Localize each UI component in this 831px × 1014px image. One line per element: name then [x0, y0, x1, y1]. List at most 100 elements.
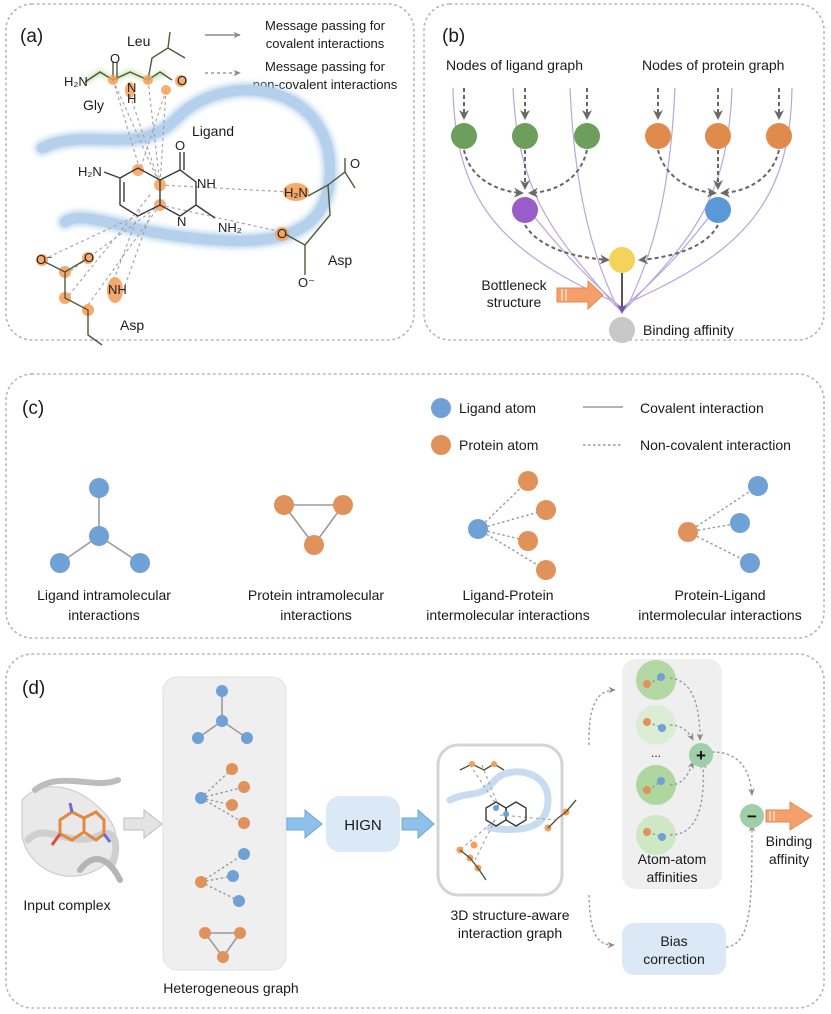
atom-o-asp-left: O [84, 250, 94, 265]
group2-caption-line1: Protein intramolecular [248, 587, 385, 603]
gly-leu-residue: H₂N O N H O Leu Gly [64, 31, 187, 113]
blue-arrow-to-graph [401, 808, 435, 840]
subtract-node [740, 804, 764, 828]
blue-arrow-to-model [286, 808, 323, 840]
atom-o-leu: O [177, 73, 187, 88]
hetero-graph-protein-ligand [195, 848, 250, 907]
protein-atom [536, 560, 556, 580]
legend-covalent-line1: Message passing for [265, 18, 386, 33]
protein-atom [518, 531, 538, 551]
plus-sign: + [696, 746, 706, 765]
ligand-atom [50, 553, 70, 573]
affinities-label-line2: affinities [646, 869, 697, 885]
legend-covalent: Covalent interaction [640, 400, 764, 416]
protein-node [645, 123, 671, 149]
hign-model-box [326, 796, 400, 852]
group3-caption-line1: Ligand-Protein [462, 587, 553, 603]
hetero-graph-protein [199, 927, 246, 963]
protein-atom [274, 495, 294, 515]
atom-h: H [127, 91, 136, 106]
ligand-node [451, 123, 477, 149]
atom-o-asp-right: O [350, 156, 360, 171]
heterogeneous-graph-label: Heterogeneous graph [163, 980, 298, 996]
bias-label-line1: Bias [660, 933, 687, 949]
heterogeneous-graph-box [162, 676, 287, 971]
group3-caption-line2: intermolecular interactions [426, 607, 589, 623]
output-label-line1: Binding [766, 833, 813, 849]
protein-node [705, 123, 731, 149]
hetero-graph-ligand-protein [195, 763, 250, 829]
panel-c: (c) Ligand atom Protein atom Covalent in… [5, 373, 825, 639]
input-complex-label: Input complex [23, 897, 110, 913]
atom-h2n-asp: H₂N [284, 185, 308, 200]
bottleneck-pointer-arrow [556, 279, 604, 311]
atom-n-ring: N [177, 214, 186, 229]
atom-o-asp-carboxyl: O [277, 226, 287, 241]
ligand-intramolecular-graph [50, 478, 150, 573]
protein-atom [333, 495, 353, 515]
ligand-label: Ligand [192, 123, 234, 139]
ligand-node [574, 123, 600, 149]
residue-leu: Leu [127, 33, 150, 49]
group4-caption-line2: intermolecular interactions [638, 607, 801, 623]
residue-asp-right: Asp [328, 252, 352, 268]
group4-caption-line1: Protein-Ligand [674, 587, 765, 603]
ligand-atom [468, 519, 488, 539]
ligand-protein-graph [468, 471, 556, 580]
minus-sign: − [747, 807, 757, 826]
ligand-atom [748, 476, 768, 496]
protein-graph-header: Nodes of protein graph [642, 57, 784, 73]
ligand-node [512, 123, 538, 149]
atom-o-gly: O [110, 51, 120, 66]
output-label-line2: affinity [769, 851, 809, 867]
panel-d-border [5, 653, 825, 1009]
ligand-graph-header: Nodes of ligand graph [446, 57, 583, 73]
panel-a-border [5, 3, 415, 341]
atom-h2n-gly: H₂N [64, 74, 88, 89]
protein-ligand-graph [678, 476, 768, 573]
protein-intramolecular-graph [274, 495, 353, 555]
binding-affinity-node [609, 317, 635, 343]
panel-b-label: (b) [442, 26, 465, 47]
panel-b: (b) Nodes of ligand graph Nodes of prote… [423, 3, 825, 343]
binding-affinity-label: Binding affinity [643, 322, 734, 338]
protein-nodes [645, 123, 792, 149]
ligand-atom [89, 526, 109, 546]
ligand-atom [130, 553, 150, 573]
panel-c-border [5, 373, 825, 639]
hign-model-label: HIGN [344, 817, 382, 834]
legend-noncovalent-line2: non-covalent interactions [253, 77, 398, 92]
affinity-ellipsis: ... [651, 746, 661, 760]
asp-left-residue: O⁻ O NH Asp [36, 250, 144, 346]
atom-nh-asp-left: NH [108, 282, 127, 297]
atom-nh2: NH₂ [218, 220, 242, 235]
ligand-atom [730, 513, 750, 533]
bottleneck-label-line1: Bottleneck [481, 277, 547, 293]
ligand-nodes [451, 123, 600, 149]
protein-atom [304, 535, 324, 555]
ligand-atom [89, 478, 109, 498]
atom-o-ligand: O [175, 138, 185, 153]
bottleneck-node [609, 247, 635, 273]
panel-d: (d) Input complex [5, 653, 825, 1009]
residue-gly: Gly [83, 97, 104, 113]
atom-o-minus-left: O⁻ [36, 252, 53, 267]
protein-aggregate-node [705, 197, 731, 223]
affinities-label-line1: Atom-atom [638, 851, 706, 867]
legend-covalent-line2: covalent interactions [266, 36, 385, 51]
legend-noncovalent-line1: Message passing for [265, 59, 386, 74]
panel-a: (a) Message passing for covalent interac… [5, 3, 415, 346]
atom-h2n-ligand: H₂N [78, 164, 102, 179]
protein-atom [536, 500, 556, 520]
interaction-graph-label-line2: interaction graph [458, 925, 562, 941]
bias-correction-box [622, 923, 726, 975]
atom-nh: NH [197, 176, 216, 191]
affinity-pairs: ... [636, 660, 676, 855]
input-complex-image [21, 777, 123, 883]
ligand-atom [740, 553, 760, 573]
group1-caption-line1: Ligand intramolecular [37, 587, 171, 603]
protein-atom [518, 471, 538, 491]
bias-label-line2: correction [643, 951, 704, 967]
hetero-graph-ligand [192, 685, 253, 744]
